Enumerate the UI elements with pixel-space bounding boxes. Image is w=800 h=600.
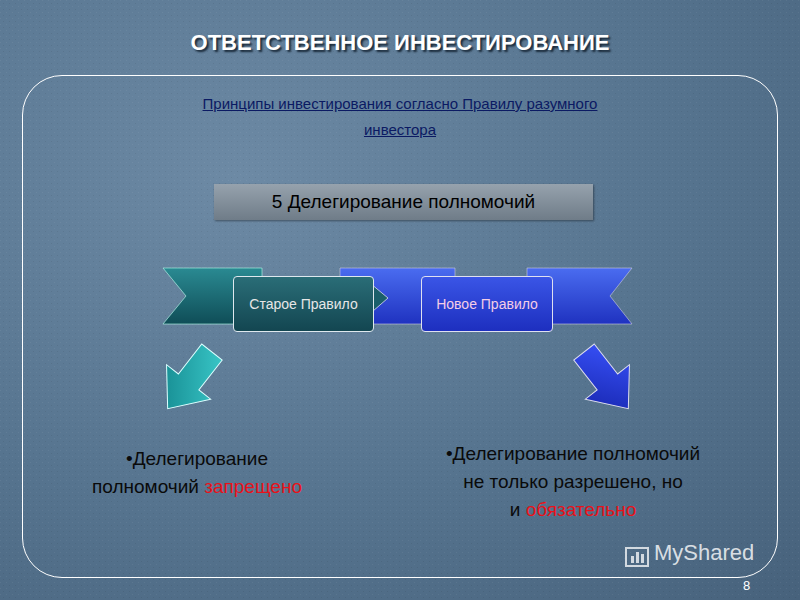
box-label: 5 Делегирование полномочий <box>272 191 535 213</box>
box-label: Старое Правило <box>249 294 357 314</box>
frame-panel: Принципы инвестирования согласно Правилу… <box>22 75 778 578</box>
box-label: Новое Правило <box>436 294 538 314</box>
subtitle: Принципы инвестирования согласно Правилу… <box>23 91 777 143</box>
emphasis-word: обязательно <box>526 499 637 520</box>
principle-box: 5 Делегирование полномочий <box>214 184 593 220</box>
page-number: 8 <box>743 578 750 593</box>
new-rule-text: •Делегирование полномочий не только разр… <box>438 440 708 524</box>
watermark: MyShared <box>654 540 754 566</box>
old-rule-text: •Делегирование полномочийзапрещено <box>52 445 342 501</box>
arrow-left <box>146 335 234 426</box>
watermark-icon <box>626 548 648 566</box>
emphasis-word: запрещено <box>204 476 302 497</box>
slide-title: ОТВЕТСТВЕННОЕ ИНВЕСТИРОВАНИЕ <box>0 30 800 56</box>
arrow-right <box>562 335 650 426</box>
old-rule-box: Старое Правило <box>233 276 374 332</box>
new-rule-box: Новое Правило <box>421 276 553 332</box>
